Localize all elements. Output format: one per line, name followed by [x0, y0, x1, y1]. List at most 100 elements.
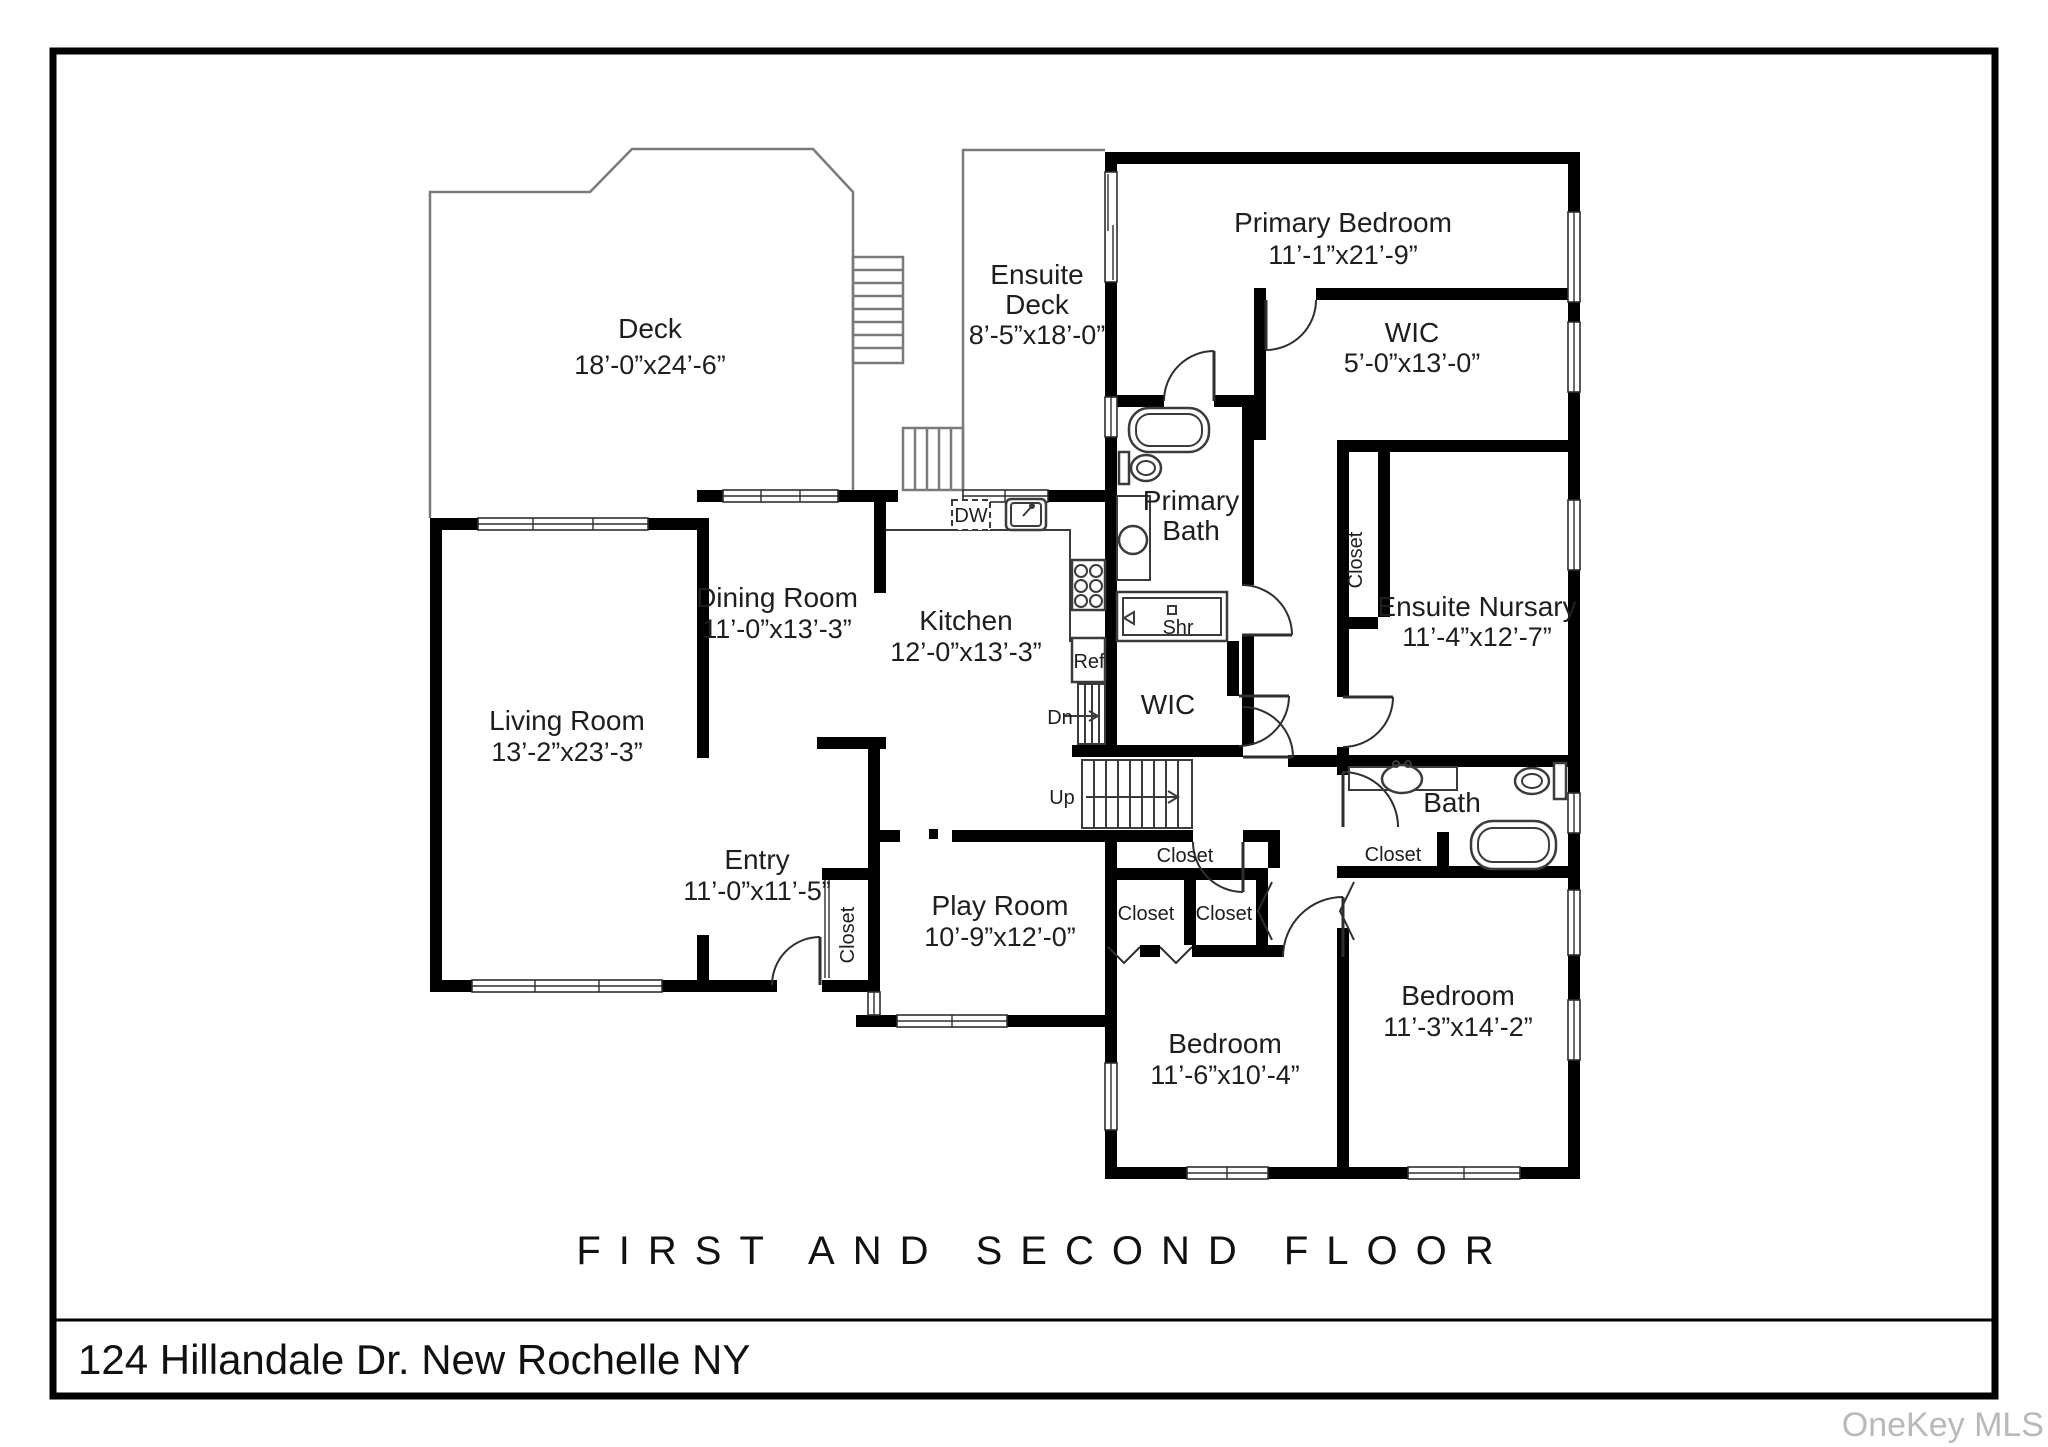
- deck-stairs-lower: [901, 426, 965, 492]
- dining-room-label: Dining Room 11’-0”x13’-3”: [696, 582, 858, 644]
- wall: [697, 518, 709, 758]
- bath-door: [1341, 771, 1399, 828]
- svg-text:Bedroom: Bedroom: [1401, 980, 1515, 1011]
- wall: [1568, 392, 1580, 500]
- svg-text:Living Room: Living Room: [489, 705, 645, 736]
- svg-text:Dining Room: Dining Room: [696, 582, 858, 613]
- closet-right-label: Closet: [1196, 903, 1253, 925]
- wall: [1243, 830, 1280, 842]
- svg-text:Ref: Ref: [1073, 651, 1105, 673]
- svg-text:WIC: WIC: [1385, 317, 1439, 348]
- wall: [1072, 745, 1243, 757]
- windows: [471, 171, 1581, 1180]
- bath-tub-icon: [1469, 819, 1558, 871]
- address-label: 124 Hillandale Dr. New Rochelle NY: [78, 1336, 750, 1383]
- svg-text:11’-1”x21’-9”: 11’-1”x21’-9”: [1268, 240, 1418, 270]
- window: [1567, 792, 1581, 834]
- svg-text:5’-0”x13’-0”: 5’-0”x13’-0”: [1344, 348, 1481, 378]
- svg-text:DW: DW: [954, 505, 987, 527]
- wall: [952, 830, 1193, 842]
- wall: [1520, 1167, 1580, 1179]
- wall: [1437, 832, 1449, 878]
- bedroom-large-label: Bedroom 11’-3”x14’-2”: [1383, 980, 1533, 1042]
- bath-toilet-icon: [1513, 761, 1568, 801]
- svg-text:Bath: Bath: [1162, 515, 1220, 546]
- stair-hall-door: [1242, 706, 1294, 759]
- wall: [1568, 570, 1580, 793]
- wic-primary-door: [1264, 299, 1317, 351]
- room-labels: Deck 18’-0”x24’-6” Ensuite Deck 8’-5”x18…: [489, 207, 1576, 1090]
- wall: [1378, 452, 1390, 617]
- primary-bath-hall-door: [1241, 584, 1293, 637]
- closet-labels: Closet Closet Closet Closet Closet Close…: [837, 531, 1422, 963]
- wall: [1184, 880, 1196, 945]
- wall: [1568, 955, 1580, 1000]
- svg-text:10’-9”x12’-0”: 10’-9”x12’-0”: [924, 922, 1076, 952]
- wall: [1568, 164, 1580, 212]
- svg-text:18’-0”x24’-6”: 18’-0”x24’-6”: [574, 350, 726, 380]
- plan-title: FIRST AND SECOND FLOOR: [576, 1229, 1511, 1273]
- wall: [1337, 747, 1349, 767]
- hall-closet-label: Closet: [1157, 845, 1214, 867]
- window: [1407, 1166, 1521, 1180]
- nursary-door: [1342, 695, 1394, 748]
- kitchen-fixtures: DW Ref: [886, 497, 1107, 684]
- stairs-down: Dn: [1047, 683, 1106, 745]
- entry-closet-label: Closet: [837, 906, 859, 963]
- stairs-up: Up: [1049, 759, 1193, 829]
- wall: [1254, 300, 1266, 440]
- svg-text:Ensuite Nursary: Ensuite Nursary: [1377, 591, 1576, 622]
- watermark: OneKey MLS: [1842, 1406, 2044, 1444]
- plan-frame: 124 Hillandale Dr. New Rochelle NY FIRST…: [49, 47, 2044, 1444]
- wall: [868, 1015, 880, 1027]
- wall: [1348, 617, 1378, 629]
- wall: [1337, 440, 1580, 452]
- playroom-door: [1192, 841, 1245, 893]
- wall: [697, 935, 709, 992]
- svg-text:Primary Bedroom: Primary Bedroom: [1234, 207, 1452, 238]
- sliding-door-window: [1104, 171, 1118, 283]
- svg-text:WIC: WIC: [1141, 689, 1195, 720]
- counter-line: [886, 529, 1071, 642]
- window: [1567, 499, 1581, 571]
- svg-text:Entry: Entry: [724, 844, 789, 875]
- svg-text:13’-2”x23’-3”: 13’-2”x23’-3”: [491, 737, 643, 767]
- svg-text:Deck: Deck: [1005, 289, 1070, 320]
- wall: [929, 829, 938, 839]
- wall: [1105, 1167, 1187, 1179]
- wall: [822, 980, 880, 992]
- closet-left-label: Closet: [1118, 903, 1175, 925]
- vanity-sink-icon: [1116, 495, 1151, 581]
- window: [1567, 889, 1581, 956]
- wall: [874, 502, 886, 593]
- play-room-label: Play Room 10’-9”x12’-0”: [924, 890, 1076, 952]
- svg-text:Ensuite: Ensuite: [990, 259, 1083, 290]
- wall: [1242, 635, 1254, 745]
- bath-fixtures: [1348, 760, 1568, 871]
- kitchen-sink-icon: [1004, 497, 1048, 532]
- up-label: Up: [1049, 787, 1075, 809]
- refrigerator-icon: Ref: [1070, 636, 1107, 684]
- dishwasher-icon: DW: [951, 499, 991, 531]
- toilet-icon: [1117, 450, 1163, 486]
- ensuite-deck-outline: [961, 148, 1105, 490]
- wall: [1288, 755, 1580, 767]
- wall: [1268, 1167, 1408, 1179]
- wic-primary-label: WIC 5’-0”x13’-0”: [1344, 317, 1481, 378]
- wall: [1105, 830, 1117, 1063]
- window: [1567, 321, 1581, 393]
- wall: [1105, 152, 1117, 172]
- deck-stairs-upper: [851, 255, 905, 365]
- bathtub-icon: [1127, 406, 1211, 454]
- wall: [1214, 395, 1254, 407]
- deck-outline: [428, 147, 855, 518]
- wall: [1048, 490, 1117, 502]
- wall: [1337, 452, 1349, 697]
- doors: [771, 299, 1399, 986]
- primary-bath-label: Primary Bath: [1143, 485, 1239, 546]
- ensuite-deck-label: Ensuite Deck 8’-5”x18’-0”: [969, 259, 1106, 350]
- svg-text:Play Room: Play Room: [932, 890, 1069, 921]
- stove-icon: [1070, 558, 1107, 612]
- wic-hall-door: [1238, 694, 1290, 747]
